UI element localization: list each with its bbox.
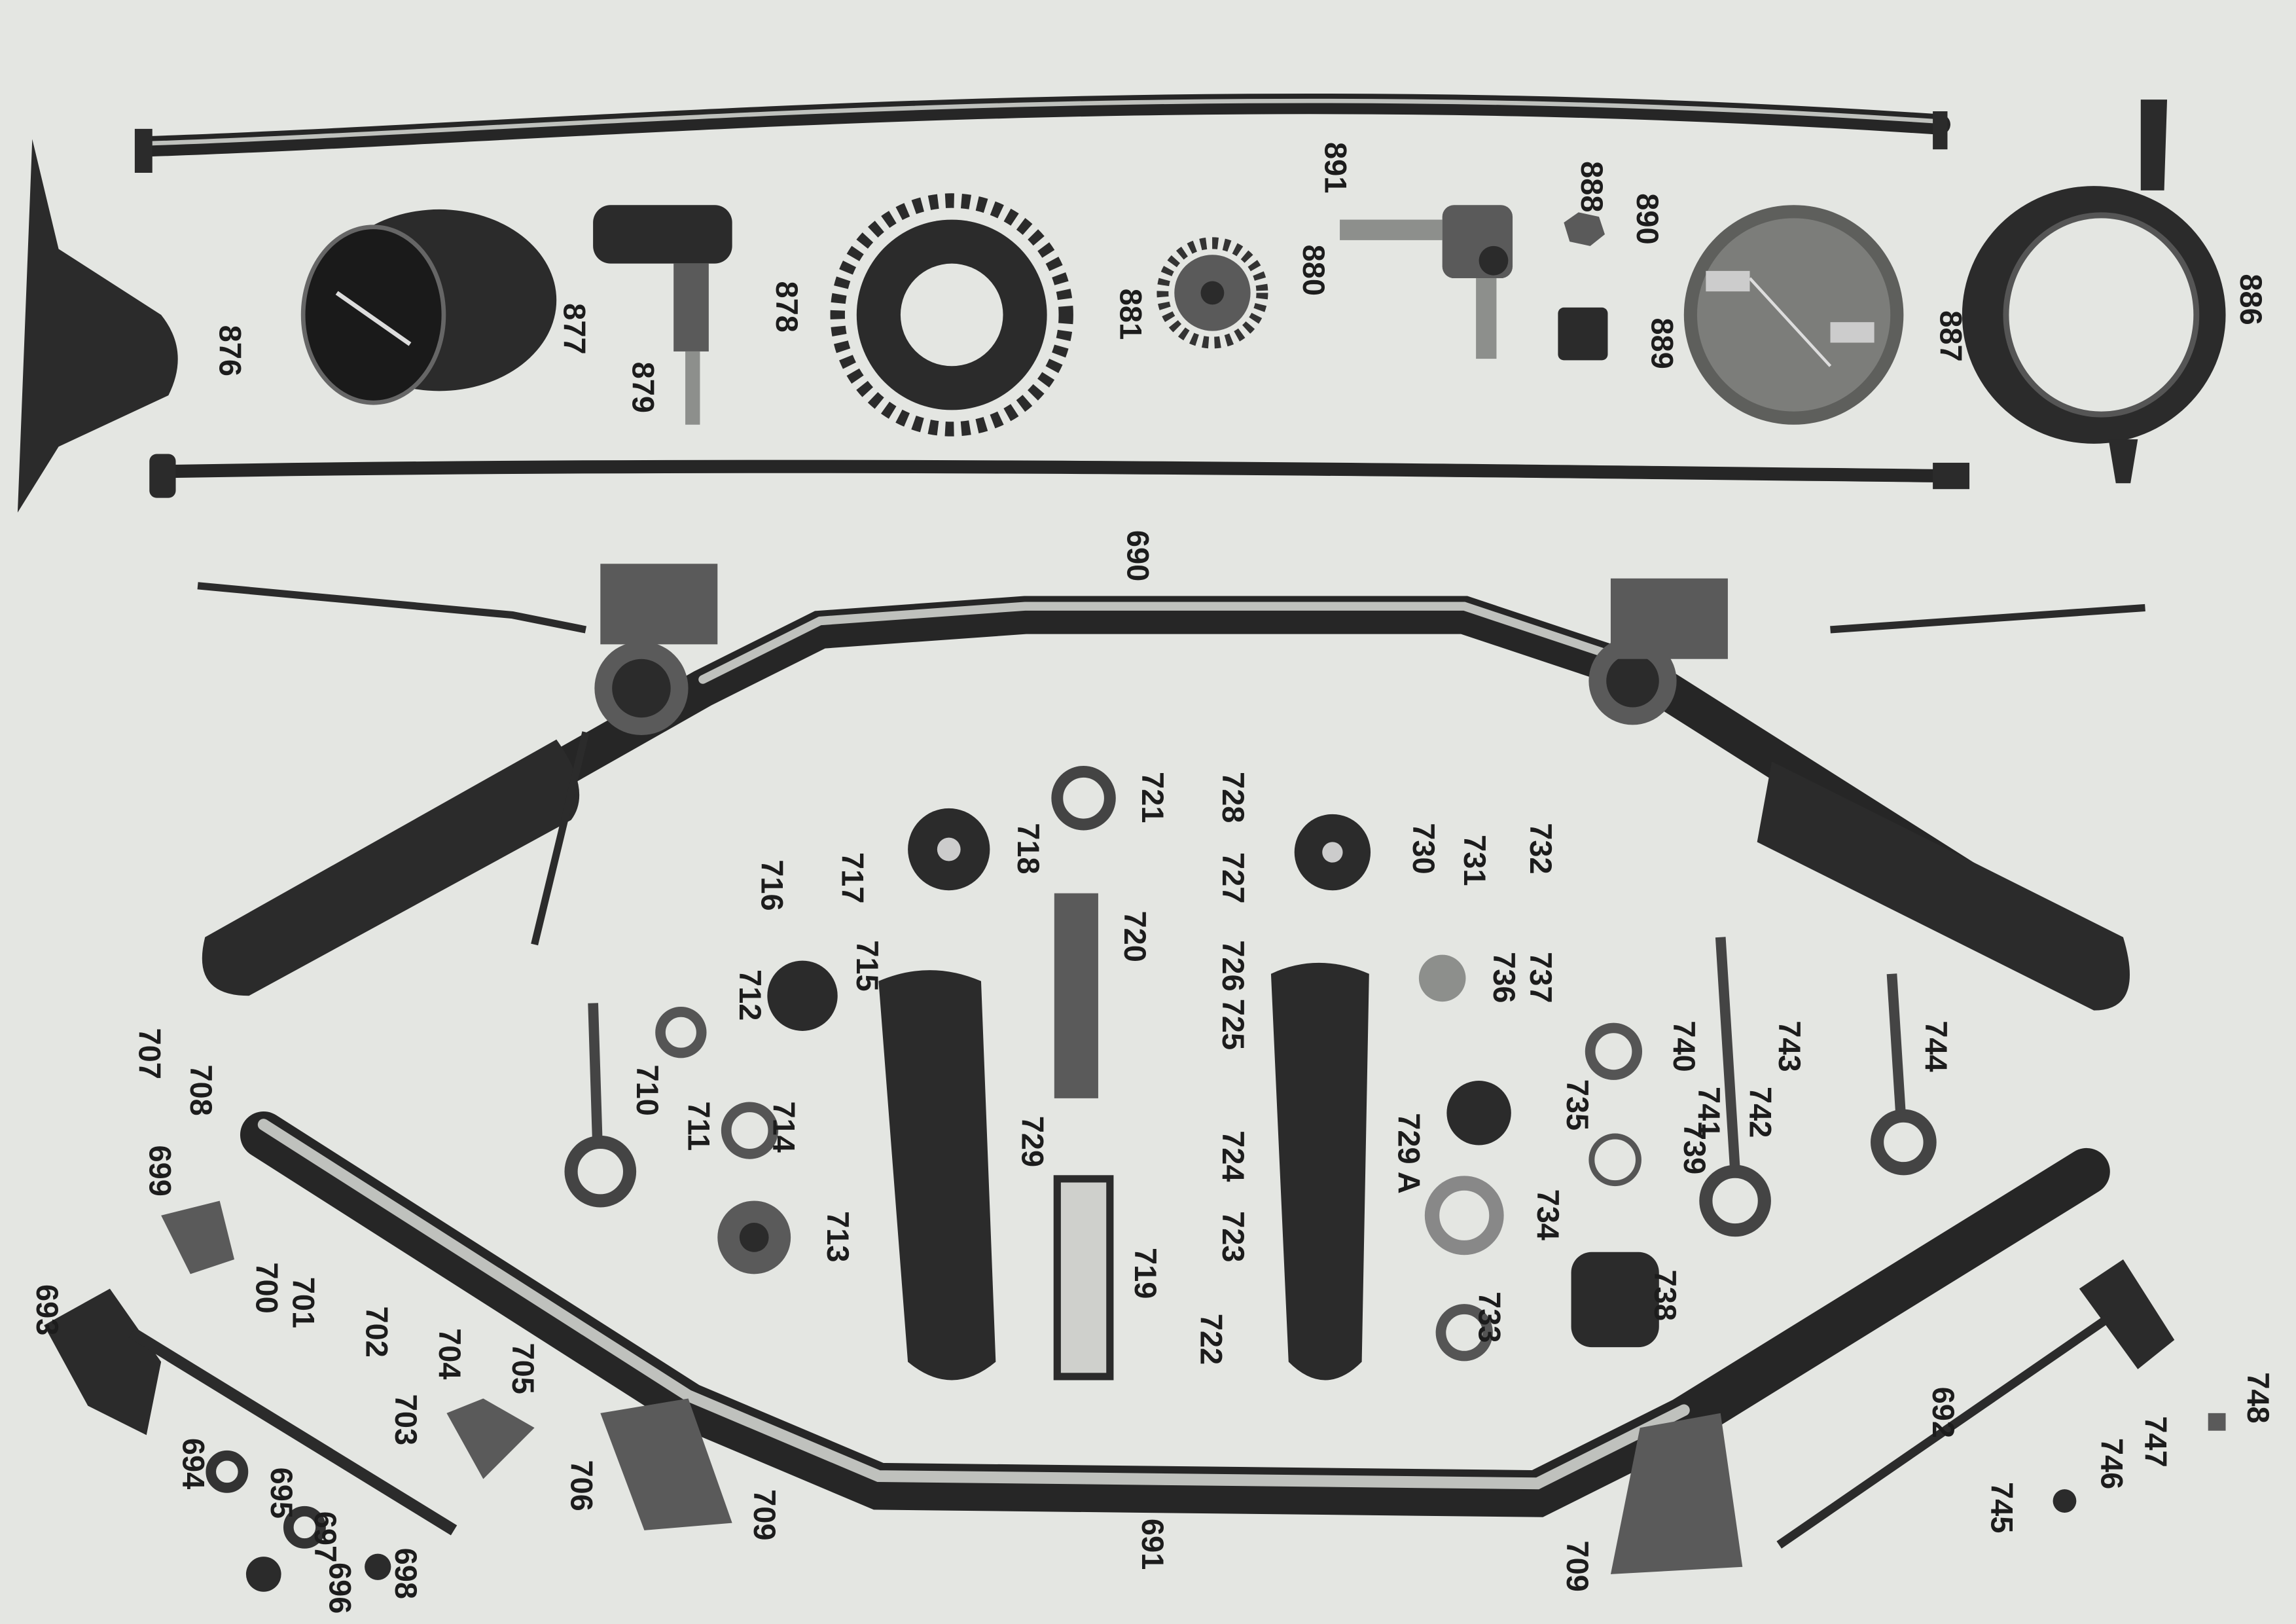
small-parts	[161, 766, 2226, 1592]
speedometer-cable-879	[149, 454, 1970, 498]
gauge-877	[300, 209, 557, 405]
slider-719	[1053, 1175, 1114, 1380]
handlebar-690	[197, 564, 2145, 1011]
part-label: 740	[1667, 1020, 1702, 1072]
part-labels: 876 877 878 879 881 880 888 890 889 887 …	[30, 142, 2276, 1614]
part-label: 694	[177, 1438, 211, 1489]
part-label: 690	[1121, 530, 1156, 581]
part-label: 888	[1575, 161, 1609, 212]
part-label: 876	[213, 325, 248, 376]
part-label: 737	[1524, 952, 1558, 1003]
part-label: 691	[1136, 1519, 1170, 1570]
part-label: 698	[389, 1548, 423, 1599]
part-label: 708	[184, 1064, 219, 1115]
grip-right	[1757, 761, 2130, 1011]
part-label: 706	[565, 1460, 600, 1511]
part-label: 711	[682, 1101, 717, 1151]
handlebar-691	[240, 1111, 2110, 1574]
part-label: 727	[1216, 852, 1251, 903]
part-label: 713	[821, 1211, 855, 1262]
part-label: 738	[1648, 1270, 1683, 1321]
part-label: 715	[850, 940, 885, 991]
part-label: 877	[557, 303, 592, 354]
part-label: 731	[1458, 835, 1492, 886]
part-label: 746	[2094, 1438, 2129, 1489]
part-label: 891	[1319, 142, 1354, 193]
part-label: 744	[1919, 1020, 1954, 1072]
part-label: 702	[359, 1307, 394, 1358]
part-label: 709	[1560, 1540, 1595, 1591]
part-label: 745	[1985, 1482, 2020, 1533]
housing-886	[1962, 99, 2226, 484]
part-label: 881	[1113, 289, 1148, 340]
part-label: 721	[1136, 772, 1170, 823]
part-label: 732	[1524, 823, 1558, 874]
speedometer-887	[1683, 205, 1904, 425]
part-label: 726	[1216, 940, 1251, 991]
part-label: 730	[1407, 823, 1441, 874]
part-label: 709	[747, 1489, 782, 1540]
part-label: 705	[506, 1343, 541, 1394]
part-label: 712	[733, 969, 768, 1020]
part-label: 878	[770, 281, 804, 333]
part-label: 714	[766, 1101, 801, 1152]
part-label: 701	[287, 1277, 321, 1328]
part-label: 748	[2241, 1372, 2276, 1423]
part-label: 890	[1630, 193, 1665, 244]
part-label: 717	[835, 852, 870, 903]
gear-881	[830, 193, 1073, 437]
part-label: 728	[1216, 772, 1251, 823]
grip-729	[878, 970, 996, 1380]
part-label: 710	[630, 1064, 665, 1115]
part-label: 716	[755, 859, 789, 911]
lever-692	[1776, 1259, 2175, 1549]
drive-878	[593, 205, 732, 425]
part-label: 695	[264, 1468, 299, 1519]
part-label: 733	[1473, 1291, 1507, 1343]
part-label: 880	[1297, 245, 1331, 296]
part-label: 692	[1926, 1387, 1961, 1438]
part-label: 719	[1128, 1248, 1163, 1299]
bracket-876	[17, 139, 178, 513]
part-label: 718	[1011, 823, 1046, 874]
part-label: 703	[389, 1394, 423, 1445]
part-label: 879	[626, 362, 661, 413]
part-label: 693	[30, 1284, 65, 1335]
part-label: 725	[1216, 999, 1251, 1050]
part-label: 724	[1216, 1130, 1251, 1182]
part-label: 886	[2234, 274, 2269, 325]
part-label: 704	[433, 1328, 467, 1379]
part-label: 729 A	[1392, 1113, 1427, 1194]
grip-729a	[1270, 962, 1369, 1380]
nut-890	[1564, 212, 1605, 246]
part-label: 887	[1933, 310, 1968, 361]
part-label: 697	[308, 1511, 343, 1562]
part-label: 735	[1560, 1079, 1595, 1130]
part-label: 889	[1645, 317, 1680, 369]
part-label: 739	[1677, 1123, 1712, 1174]
plunger-720	[1054, 893, 1098, 1098]
part-label: 699	[143, 1145, 177, 1196]
gear-880	[1157, 237, 1268, 349]
part-label: 736	[1487, 952, 1522, 1003]
part-label: 734	[1531, 1189, 1566, 1240]
bush-889	[1558, 307, 1608, 361]
part-label: 741	[1692, 1087, 1727, 1138]
part-label: 742	[1743, 1087, 1778, 1138]
lever-693	[44, 1288, 457, 1536]
part-label: 700	[250, 1262, 285, 1313]
part-label: 747	[2138, 1416, 2173, 1467]
part-label: 722	[1194, 1314, 1229, 1365]
grip-left	[202, 739, 580, 996]
part-label: 696	[323, 1562, 357, 1614]
part-label: 743	[1772, 1020, 1807, 1072]
angle-drive-888	[1340, 205, 1513, 359]
part-label: 707	[133, 1028, 168, 1079]
part-label: 720	[1118, 911, 1153, 962]
part-label: 729	[1016, 1116, 1050, 1167]
part-label: 723	[1216, 1211, 1251, 1262]
speedometer-cable-891	[134, 93, 1950, 173]
